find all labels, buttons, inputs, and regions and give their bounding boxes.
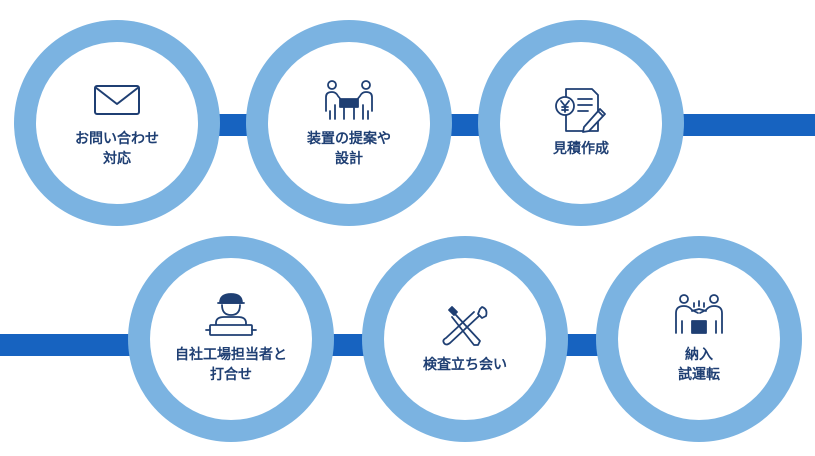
envelope-icon [90,77,144,123]
step-factory-meeting-body: 自社工場担当者と 打合せ [150,258,312,420]
step-label: 自社工場担当者と 打合せ [175,346,287,383]
step-inspection: 検査立ち会い [362,236,568,442]
step-label: 見積作成 [553,140,609,157]
step-proposal-design-body: 装置の提案や 設計 [268,42,430,204]
step-estimate: 見積作成 [478,20,684,226]
step-estimate-body: 見積作成 [500,42,662,204]
handshake-icon [672,293,726,339]
factory-worker-icon [204,292,258,339]
wrench-screwdriver-icon [438,303,492,349]
step-inquiry: お問い合わせ 対応 [14,20,220,226]
step-proposal-design: 装置の提案や 設計 [246,20,452,226]
step-inquiry-body: お問い合わせ 対応 [36,42,198,204]
step-label: 検査立ち会い [423,356,507,373]
step-label: 納入 試運転 [678,346,720,383]
step-label: お問い合わせ 対応 [75,130,159,167]
step-label: 装置の提案や 設計 [307,130,391,167]
step-delivery-trial-body: 納入 試運転 [618,258,780,420]
step-factory-meeting: 自社工場担当者と 打合せ [128,236,334,442]
step-delivery-trial: 納入 試運転 [596,236,802,442]
meeting-icon [322,77,376,123]
step-inspection-body: 検査立ち会い [384,258,546,420]
estimate-document-icon [554,87,608,133]
